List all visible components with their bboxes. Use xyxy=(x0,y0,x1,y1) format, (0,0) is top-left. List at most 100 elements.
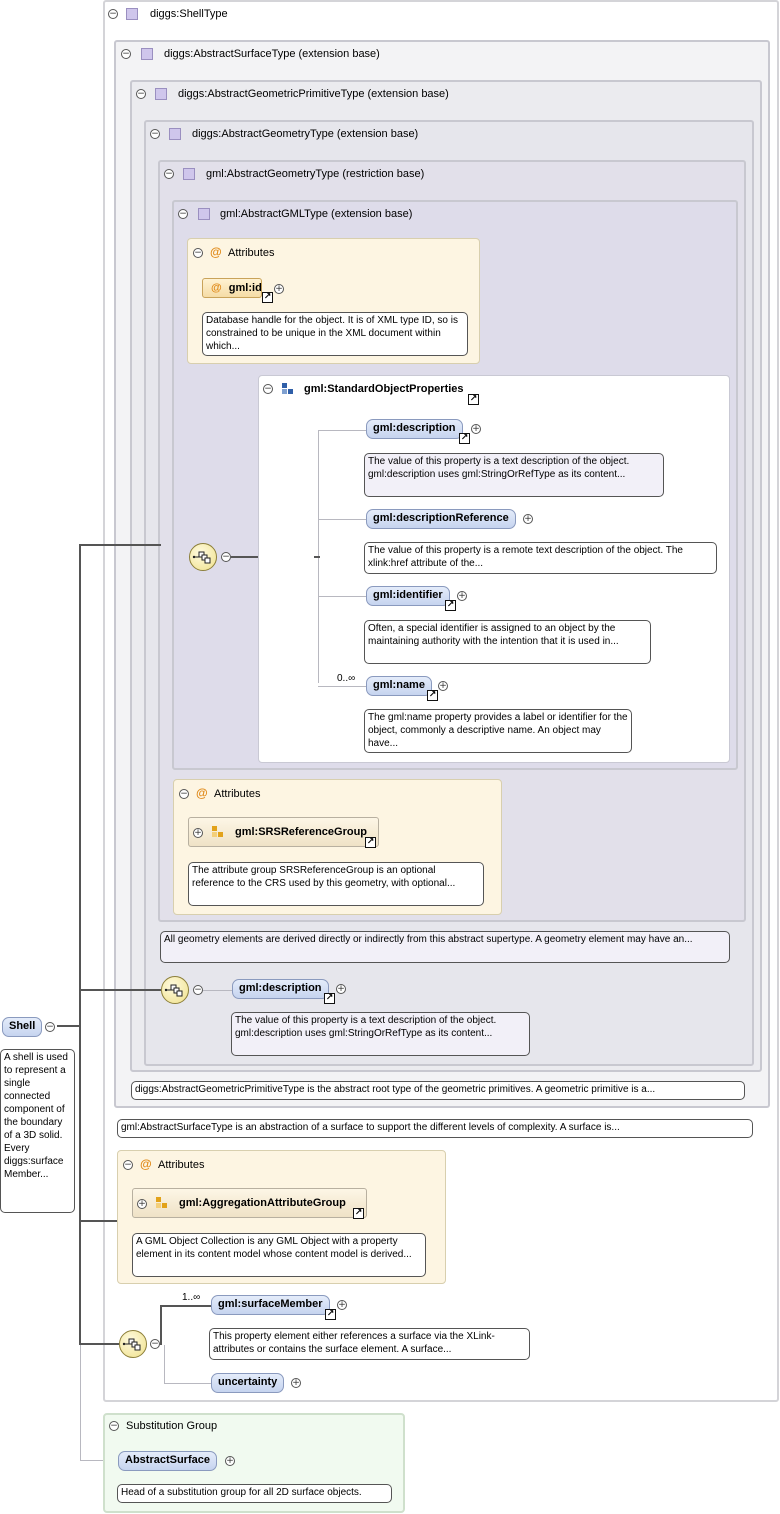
uncertainty-element[interactable]: uncertainty xyxy=(211,1373,285,1393)
tree-line xyxy=(318,430,366,431)
tree-line xyxy=(164,1383,212,1384)
collapse-toggle[interactable]: − xyxy=(178,209,188,219)
occurrence-label: 1..∞ xyxy=(182,1292,201,1303)
connector-line xyxy=(79,989,161,991)
tree-line xyxy=(318,596,366,597)
aggregation-attribute-group-label: gml:AggregationAttributeGroup xyxy=(179,1197,346,1209)
collapse-toggle[interactable]: − xyxy=(193,985,203,995)
complex-type-icon xyxy=(169,128,181,140)
expand-toggle[interactable]: + xyxy=(225,1456,235,1466)
surface-member-element[interactable]: gml:surfaceMember xyxy=(211,1295,330,1315)
sequence-compositor-icon xyxy=(189,543,217,571)
expand-toggle[interactable]: + xyxy=(457,591,467,601)
expand-toggle[interactable]: + xyxy=(193,828,203,838)
complex-type-icon xyxy=(126,8,138,20)
expand-toggle[interactable]: + xyxy=(336,984,346,994)
attributes-box: − @ Attributes @ gml:id ↗ + Database han… xyxy=(187,238,480,364)
substitution-connector xyxy=(80,1345,81,1460)
attribute-group-icon xyxy=(212,826,224,838)
connector-line xyxy=(57,1025,81,1027)
gml-geometry-doc: All geometry elements are derived direct… xyxy=(160,931,730,963)
abstract-surface-type-title: diggs:AbstractSurfaceType (extension bas… xyxy=(164,48,380,60)
gml-description-doc: The value of this property is a text des… xyxy=(364,453,664,497)
collapse-toggle[interactable]: − xyxy=(221,552,231,562)
expand-toggle[interactable]: + xyxy=(137,1199,147,1209)
expand-toggle[interactable]: + xyxy=(291,1378,301,1388)
link-icon[interactable]: ↗ xyxy=(468,394,479,405)
collapse-toggle[interactable]: − xyxy=(121,49,131,59)
link-icon[interactable]: ↗ xyxy=(324,993,335,1004)
collapse-toggle[interactable]: − xyxy=(150,1339,160,1349)
link-icon[interactable]: ↗ xyxy=(353,1208,364,1219)
expand-toggle[interactable]: + xyxy=(438,681,448,691)
srs-reference-group-doc: The attribute group SRSReferenceGroup is… xyxy=(188,862,484,906)
link-icon[interactable]: ↗ xyxy=(459,433,470,444)
expand-toggle[interactable]: + xyxy=(274,284,284,294)
aggregation-attribute-group[interactable]: gml:AggregationAttributeGroup xyxy=(132,1188,367,1218)
link-icon[interactable]: ↗ xyxy=(325,1309,336,1320)
collapse-toggle[interactable]: − xyxy=(108,9,118,19)
connector-line xyxy=(160,1305,212,1307)
gml-name-element[interactable]: gml:name xyxy=(366,676,432,696)
occurrence-label: 0..∞ xyxy=(337,673,356,684)
collapse-toggle[interactable]: − xyxy=(263,384,273,394)
collapse-toggle[interactable]: − xyxy=(150,129,160,139)
connector-line xyxy=(160,1305,162,1345)
abstract-surface-element[interactable]: AbstractSurface xyxy=(118,1451,217,1471)
gml-id-attribute[interactable]: @ gml:id xyxy=(202,278,262,298)
attributes-label: Attributes xyxy=(214,788,261,800)
gml-name-doc: The gml:name property provides a label o… xyxy=(364,709,632,753)
srs-reference-group[interactable]: gml:SRSReferenceGroup xyxy=(188,817,379,847)
diggs-gml-description-element[interactable]: gml:description xyxy=(232,979,329,999)
collapse-toggle[interactable]: − xyxy=(193,248,203,258)
connector-line xyxy=(79,545,81,1345)
diggs-gml-description-doc: The value of this property is a text des… xyxy=(231,1012,530,1056)
aggregation-attribute-group-doc: A GML Object Collection is any GML Objec… xyxy=(132,1233,426,1277)
attribute-group-icon xyxy=(156,1197,168,1209)
tree-line xyxy=(318,519,366,520)
tree-line xyxy=(203,990,233,991)
link-icon[interactable]: ↗ xyxy=(427,690,438,701)
attribute-icon: @ xyxy=(140,1157,152,1171)
shell-element[interactable]: Shell xyxy=(2,1017,43,1037)
diggs-abstract-geometry-type-title: diggs:AbstractGeometryType (extension ba… xyxy=(192,128,419,140)
expand-toggle[interactable]: + xyxy=(471,424,481,434)
complex-type-icon xyxy=(183,168,195,180)
collapse-toggle[interactable]: − xyxy=(45,1022,55,1032)
attribute-icon: @ xyxy=(210,245,222,259)
connector-line xyxy=(79,1220,119,1222)
gml-abstract-geometry-type-title: gml:AbstractGeometryType (restriction ba… xyxy=(206,168,425,180)
expand-toggle[interactable]: + xyxy=(523,514,533,524)
gml-description-reference-doc: The value of this property is a remote t… xyxy=(364,542,717,574)
gml-description-element[interactable]: gml:description xyxy=(366,419,463,439)
link-icon[interactable]: ↗ xyxy=(445,600,456,611)
srs-reference-group-label: gml:SRSReferenceGroup xyxy=(235,826,368,838)
attribute-icon: @ xyxy=(196,786,208,800)
attributes-label: Attributes xyxy=(228,247,275,259)
abstract-surface-doc: Head of a substitution group for all 2D … xyxy=(117,1484,392,1503)
gml-identifier-element[interactable]: gml:identifier xyxy=(366,586,450,606)
gml-description-reference-element[interactable]: gml:descriptionReference xyxy=(366,509,516,529)
attribute-icon: @ xyxy=(211,282,222,294)
collapse-toggle[interactable]: − xyxy=(136,89,146,99)
collapse-toggle[interactable]: − xyxy=(109,1421,119,1431)
collapse-toggle[interactable]: − xyxy=(179,789,189,799)
complex-type-icon xyxy=(198,208,210,220)
tree-line xyxy=(164,1345,165,1383)
sequence-compositor-icon xyxy=(161,976,189,1004)
surface-type-doc: gml:AbstractSurfaceType is an abstractio… xyxy=(117,1119,753,1138)
expand-toggle[interactable]: + xyxy=(337,1300,347,1310)
link-icon[interactable]: ↗ xyxy=(365,837,376,848)
tree-line xyxy=(318,686,366,687)
gml-abstract-gml-type-title: gml:AbstractGMLType (extension base) xyxy=(220,208,413,220)
substitution-group-title: Substitution Group xyxy=(126,1420,218,1432)
link-icon[interactable]: ↗ xyxy=(262,292,273,303)
attributes-box: − @ Attributes gml:AggregationAttributeG… xyxy=(117,1150,446,1284)
connector-line xyxy=(79,544,161,546)
collapse-toggle[interactable]: − xyxy=(123,1160,133,1170)
gml-id-label: gml:id xyxy=(228,282,262,294)
shell-doc: A shell is used to represent a single co… xyxy=(0,1049,75,1213)
collapse-toggle[interactable]: − xyxy=(164,169,174,179)
primitive-type-doc: diggs:AbstractGeometricPrimitiveType is … xyxy=(131,1081,745,1100)
shell-type-title: diggs:ShellType xyxy=(150,8,228,20)
